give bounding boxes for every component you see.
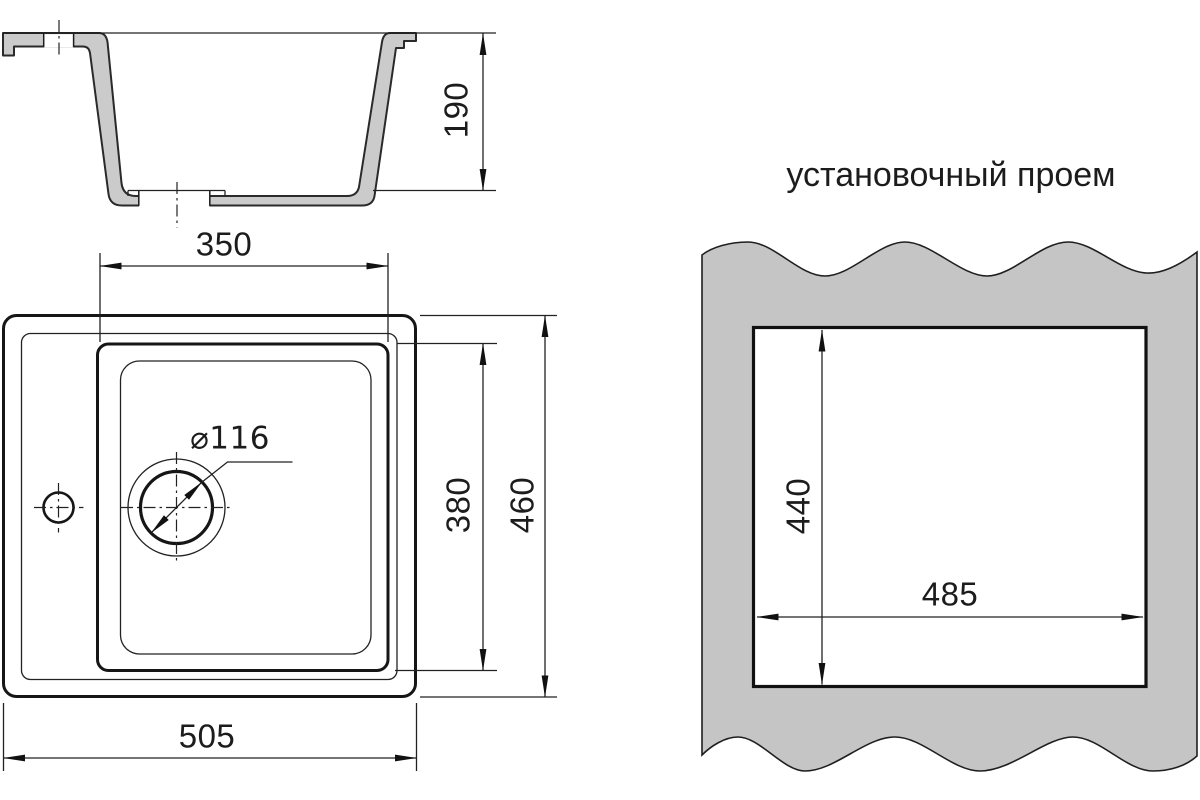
top-view — [2, 253, 557, 771]
dim-505-label: 505 — [178, 717, 236, 755]
drain-diameter-label: ⌀116 — [190, 420, 270, 457]
bowl-inner-line — [119, 360, 372, 655]
dim-485-label: 485 — [921, 575, 979, 613]
cutout-panel — [701, 241, 1198, 772]
faucet-hole-crosshair — [34, 483, 84, 533]
dim-460-extensions — [420, 314, 557, 698]
dim-350-label: 350 — [195, 225, 253, 263]
section-faucet-hole — [43, 34, 74, 48]
drain-diameter-arrows — [150, 481, 203, 534]
dim-440-label: 440 — [779, 477, 817, 535]
dim-380-label: 380 — [439, 476, 477, 534]
section-drain-hole — [139, 191, 210, 207]
section-drain-hole-border — [138, 190, 211, 206]
dim-190-label: 190 — [437, 81, 475, 139]
drain-diameter-leader — [201, 461, 293, 483]
section-profile — [2, 32, 417, 207]
section-view — [2, 20, 496, 228]
bowl-outline — [96, 342, 390, 672]
dim-460-label: 460 — [503, 476, 541, 534]
rim-inner-line — [20, 332, 398, 681]
section-faucet-hole-border — [42, 33, 75, 48]
cutout-title: установочный проем — [786, 156, 1116, 194]
sink-outline — [2, 314, 417, 698]
